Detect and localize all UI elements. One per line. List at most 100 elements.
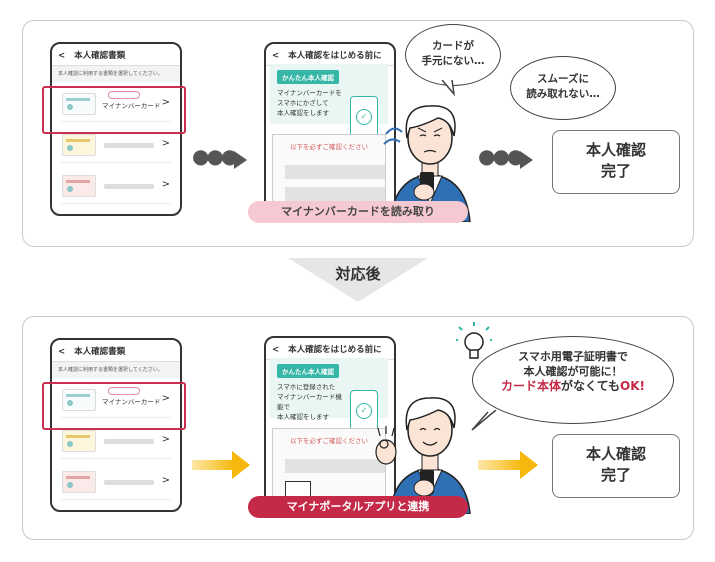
bubble-mid: がなくても — [560, 379, 621, 393]
before-bubble-no-card: カードが 手元にない… — [405, 24, 501, 86]
before-doc-item-3[interactable]: > — [60, 169, 172, 204]
before-read-card-pill: マイナンバーカードを読み取り — [248, 201, 468, 223]
bubble-line: カードが — [432, 40, 474, 52]
after-easy-id-tag: かんたん本人確認 — [277, 364, 339, 378]
after-arrow-2-body — [478, 460, 522, 470]
id-card-icon — [62, 430, 96, 452]
chevron-right-icon: > — [161, 179, 170, 190]
bubble-line-3: カード本体がなくてもOK! — [473, 379, 673, 394]
after-doc-phone-header: < 本人確認書類 — [52, 340, 180, 362]
after-highlight-frame — [42, 382, 186, 430]
after-doc-item-3[interactable]: > — [60, 465, 172, 500]
before-doc-item-2[interactable]: > — [60, 128, 172, 163]
after-doc-phone-subtitle: 本人確認に利用する書類を選択してください。 — [52, 362, 180, 377]
bubble-line-1: スマホ用電子証明書で — [518, 350, 628, 363]
back-icon[interactable]: < — [272, 345, 280, 355]
intro-line: スマホに登録された — [277, 383, 336, 391]
after-done-box: 本人確認 完了 — [552, 434, 680, 498]
before-doc-item-mynumber[interactable]: マイナンバーカード > — [60, 87, 172, 122]
ok-person-illustration — [375, 397, 471, 514]
bubble-tail — [471, 410, 497, 431]
after-doc-phone-title: 本人確認書類 — [74, 347, 126, 357]
before-doc-phone-subtitle: 本人確認に利用する書類を選択してください。 — [52, 66, 180, 81]
after-divider: 対応後 — [288, 258, 428, 302]
bubble-line: スムーズに — [537, 73, 589, 85]
before-doc-phone: < 本人確認書類 本人確認に利用する書類を選択してください。 マイナンバーカード… — [50, 42, 182, 216]
bubble-emphasis-ok: OK! — [620, 379, 646, 393]
after-doc-item-2[interactable]: > — [60, 424, 172, 459]
before-flow-phone-title: 本人確認をはじめる前に — [288, 51, 382, 61]
recommend-badge — [108, 91, 140, 99]
back-icon[interactable]: < — [272, 51, 280, 61]
arrow-right-icon — [232, 451, 250, 479]
chevron-right-icon: > — [161, 393, 170, 404]
placeholder-bar — [104, 480, 154, 485]
before-doc-phone-title: 本人確認書類 — [74, 51, 126, 61]
arrow-right-icon — [234, 151, 247, 169]
after-doc-phone: < 本人確認書類 本人確認に利用する書類を選択してください。 マイナンバーカード… — [50, 338, 182, 512]
after-notice-title: 以下を必ずご確認ください — [290, 437, 368, 445]
chevron-right-icon: > — [161, 97, 170, 108]
after-arrow-1-body — [192, 460, 234, 470]
arrow-right-icon — [520, 451, 538, 479]
done-line-2: 完了 — [600, 466, 631, 484]
bubble-line: 手元にない… — [421, 55, 485, 67]
before-intro-box: かんたん本人確認 マイナンバーカードを スマホにかざして 本人確認をします ✓ — [270, 64, 388, 138]
arrow-right-icon — [520, 151, 533, 169]
bubble-line-2: 本人確認が可能に！ — [523, 365, 623, 378]
after-mynaportal-pill: マイナポータルアプリと連携 — [248, 496, 468, 518]
back-icon[interactable]: < — [58, 347, 66, 357]
after-doc-item-mynumber[interactable]: マイナンバーカード > — [60, 383, 172, 418]
before-notice-box: 以下を必ずご確認ください — [272, 134, 386, 214]
done-line-1: 本人確認 — [585, 445, 646, 463]
after-label: 対応後 — [335, 265, 381, 283]
before-doc-item-mynumber-label: マイナンバーカード — [102, 102, 161, 110]
intro-line: スマホにかざして — [277, 99, 329, 107]
before-done-box: 本人確認 完了 — [552, 130, 680, 194]
done-line-1: 本人確認 — [585, 141, 646, 159]
id-card-icon — [62, 93, 96, 115]
id-card-icon — [62, 175, 96, 197]
before-flow-phone-header: < 本人確認をはじめる前に — [266, 44, 394, 66]
intro-line: 本人確認をします — [277, 413, 329, 421]
placeholder-bar — [104, 143, 154, 148]
after-flow-phone-title: 本人確認をはじめる前に — [288, 345, 382, 355]
before-intro-text: マイナンバーカードを スマホにかざして 本人確認をします — [277, 88, 347, 118]
bubble-line: 読み取れない… — [526, 88, 600, 100]
bubble-emphasis-card: カード本体 — [500, 379, 561, 393]
lightbulb-icon — [456, 322, 492, 359]
nfc-phone-icon: ✓ — [350, 96, 378, 138]
before-dots-arrow-2: ●●● — [478, 144, 524, 168]
placeholder-block — [285, 459, 385, 473]
after-doc-item-mynumber-label: マイナンバーカード — [102, 398, 161, 406]
recommend-badge — [108, 387, 140, 395]
before-highlight-frame — [42, 86, 186, 134]
before-easy-id-tag: かんたん本人確認 — [277, 70, 339, 84]
id-card-icon — [62, 389, 96, 411]
before-dots-arrow-1: ●●● — [192, 144, 238, 168]
after-flow-phone-header: < 本人確認をはじめる前に — [266, 338, 394, 360]
before-flow-phone: < 本人確認をはじめる前に かんたん本人確認 マイナンバーカードを スマホにかざ… — [264, 42, 396, 216]
down-chevron-shape — [288, 258, 428, 302]
done-line-2: 完了 — [600, 162, 631, 180]
back-icon[interactable]: < — [58, 51, 66, 61]
intro-line: 本人確認をします — [277, 109, 329, 117]
intro-line: マイナンバーカードを — [277, 89, 342, 97]
intro-line: マイナンバーカード機能で — [277, 393, 342, 411]
mynaportal-phone-icon: ✓ — [350, 390, 378, 432]
id-card-icon — [62, 471, 96, 493]
after-bubble-cert: スマホ用電子証明書で 本人確認が可能に！ カード本体がなくてもOK! — [472, 336, 674, 424]
before-doc-phone-header: < 本人確認書類 — [52, 44, 180, 66]
placeholder-block — [285, 165, 385, 179]
placeholder-bar — [104, 439, 154, 444]
after-intro-text: スマホに登録された マイナンバーカード機能で 本人確認をします — [277, 382, 347, 422]
chevron-right-icon: > — [161, 434, 170, 445]
chevron-right-icon: > — [161, 475, 170, 486]
after-intro-box: かんたん本人確認 スマホに登録された マイナンバーカード機能で 本人確認をします… — [270, 358, 388, 432]
chevron-right-icon: > — [161, 138, 170, 149]
before-notice-title: 以下を必ずご確認ください — [290, 143, 368, 151]
id-card-icon — [62, 134, 96, 156]
before-bubble-cannot-read: スムーズに 読み取れない… — [510, 56, 616, 120]
placeholder-bar — [104, 184, 154, 189]
bubble-tail — [441, 80, 456, 97]
